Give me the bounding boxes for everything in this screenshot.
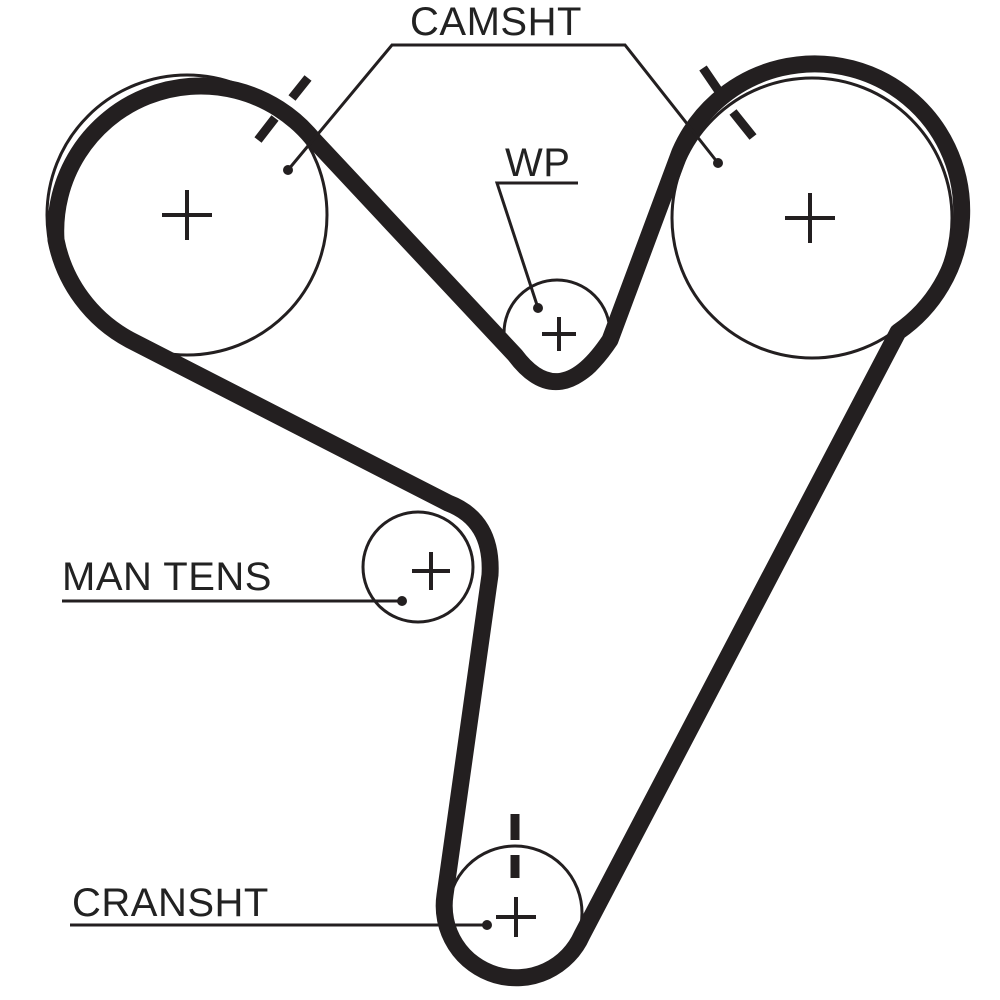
center-marks: [162, 190, 835, 937]
manual-tensioner-center-icon: [412, 552, 450, 590]
camshaft-left-timing-mark: [254, 75, 312, 143]
timing-marks: [254, 65, 757, 878]
water-pump-label: WP: [505, 141, 571, 185]
camshaft-label: CAMSHT: [410, 0, 582, 44]
leader-dots: [283, 158, 723, 930]
crankshaft-center-icon: [496, 897, 536, 937]
timing-belt: [47, 55, 971, 987]
water-pump-leader-line: [494, 181, 578, 309]
camshaft-right-timing-mark: [699, 65, 757, 140]
leader-lines: [62, 43, 720, 927]
manual-tensioner-pulley: [361, 510, 475, 624]
camshaft-leader-line: [286, 43, 720, 171]
crankshaft-label: CRANSHT: [72, 881, 269, 925]
manual-tensioner-label: MAN TENS: [62, 555, 272, 599]
camshaft-left-pulley: [45, 73, 329, 357]
camshaft-right-pulley: [670, 76, 954, 360]
camshaft-right-center-icon: [785, 193, 835, 243]
camshaft-left-center-icon: [162, 190, 212, 240]
water-pump-center-icon: [542, 317, 576, 351]
